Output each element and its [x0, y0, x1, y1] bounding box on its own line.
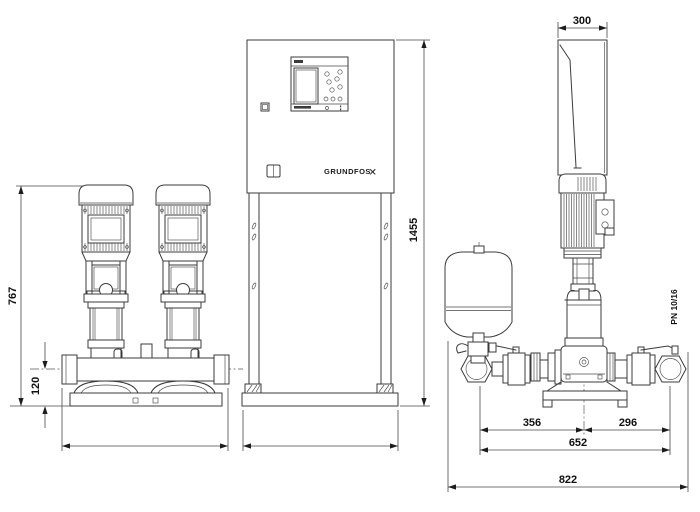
dim-label-296: 296 — [619, 417, 637, 429]
base-frame — [69, 392, 223, 407]
tank-valve — [467, 341, 489, 357]
grundfos-logo: GRUNDFOS ✕ — [324, 167, 377, 179]
dim-label-767: 767 — [7, 287, 19, 305]
pump-motor-right — [155, 184, 211, 359]
dimension-822: 822 — [447, 341, 689, 492]
cabinet-side — [557, 39, 608, 176]
pilot-lamp — [260, 102, 270, 112]
dim-label-1455: 1455 — [408, 218, 420, 242]
manifold-pipe — [61, 343, 230, 385]
control-panel — [290, 56, 349, 112]
dimension-120: 120 — [30, 342, 48, 428]
pipe-union-right — [606, 352, 616, 382]
main-switch — [266, 164, 281, 178]
dimension-652: 652 — [480, 437, 670, 453]
grundfos-crest-icon: ✕ — [369, 168, 377, 179]
dimension-300: 300 — [557, 15, 608, 38]
dim-label-356: 356 — [523, 417, 541, 429]
dim-label-300: 300 — [573, 15, 591, 27]
discharge-valve-lever — [640, 345, 676, 351]
tank-membrane-seam — [446, 306, 511, 311]
panel-brand-mark — [294, 106, 311, 109]
front-view-control-cabinet: GRUNDFOS ✕ 1455 — [241, 39, 430, 451]
panel-label-mark — [294, 60, 303, 63]
pump-base-side — [542, 345, 628, 408]
cabinet-base-plate — [241, 392, 399, 407]
dimension-356: 356 — [479, 386, 584, 455]
hex-port-right — [654, 355, 687, 383]
grundfos-logo-text: GRUNDFOS — [324, 167, 371, 176]
dimension-stand-width — [242, 410, 399, 451]
pressure-rating-label: PN 10/16 — [669, 289, 679, 325]
pump-side — [563, 247, 604, 347]
motor-side — [558, 173, 615, 249]
pump-motor-left — [78, 184, 134, 359]
dimension-baseline-width — [61, 388, 229, 451]
side-view: PN 10/16 300 356 296 652 — [444, 15, 689, 492]
dim-label-120: 120 — [30, 377, 42, 395]
pipe-union-left — [530, 352, 541, 382]
panel-buttons — [323, 69, 343, 102]
manifold-port-plug — [140, 343, 153, 359]
dimension-767: 767 — [7, 185, 84, 407]
dim-label-822: 822 — [559, 474, 577, 486]
diaphragm-tank — [444, 242, 513, 364]
cabinet-stand — [241, 192, 399, 407]
panel-display — [293, 67, 319, 105]
tank-valve-lever — [456, 343, 469, 354]
dimension-1455: 1455 — [396, 39, 430, 407]
front-view-pump-unit: 767 120 — [7, 184, 243, 451]
pump-saddles — [73, 380, 216, 394]
dim-label-652: 652 — [569, 437, 587, 449]
piping-and-valves — [460, 342, 687, 386]
suction-valve — [507, 352, 526, 386]
discharge-valve — [631, 352, 651, 386]
dimension-296: 296 — [584, 386, 671, 455]
